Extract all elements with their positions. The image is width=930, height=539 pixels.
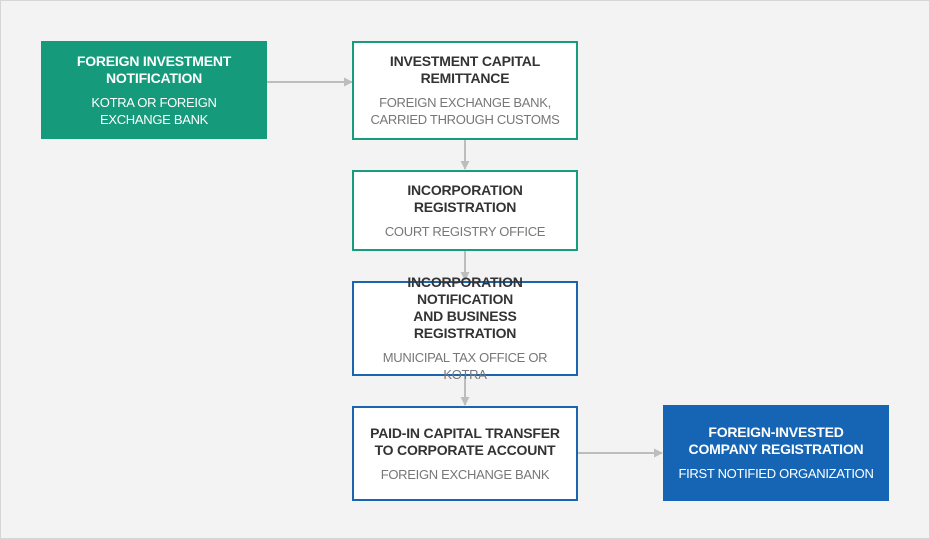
step-subtitle: FIRST NOTIFIED ORGANIZATION xyxy=(678,466,874,481)
step-foreign-invested-company-registration: FOREIGN-INVESTED COMPANY REGISTRATION FI… xyxy=(663,405,889,501)
step-paid-in-capital-transfer: PAID-IN CAPITAL TRANSFER TO CORPORATE AC… xyxy=(352,406,578,501)
step-subtitle: MUNICIPAL TAX OFFICE OR KOTRA xyxy=(382,350,548,382)
step-title: INVESTMENT CAPITAL REMITTANCE xyxy=(389,53,541,86)
step-subtitle: COURT REGISTRY OFFICE xyxy=(384,223,546,239)
step-title: FOREIGN INVESTMENT NOTIFICATION xyxy=(76,52,232,86)
step-title: PAID-IN CAPITAL TRANSFER TO CORPORATE AC… xyxy=(370,424,560,458)
step-subtitle: FOREIGN EXCHANGE BANK xyxy=(380,466,550,482)
step-subtitle: KOTRA OR FOREIGN EXCHANGE BANK xyxy=(91,94,217,127)
step-subtitle: FOREIGN EXCHANGE BANK, CARRIED THROUGH C… xyxy=(370,95,560,127)
step-title: INCORPORATION REGISTRATION xyxy=(407,181,523,215)
step-incorporation-registration: INCORPORATION REGISTRATION COURT REGISTR… xyxy=(352,170,578,251)
step-incorporation-notification: INCORPORATION NOTIFICATION AND BUSINESS … xyxy=(352,274,578,382)
step-title: INCORPORATION NOTIFICATION AND BUSINESS … xyxy=(407,274,523,341)
step-title: FOREIGN-INVESTED COMPANY REGISTRATION xyxy=(688,424,864,457)
step-investment-capital-remittance: INVESTMENT CAPITAL REMITTANCE FOREIGN EX… xyxy=(352,41,578,140)
step-foreign-investment-notification: FOREIGN INVESTMENT NOTIFICATION KOTRA OR… xyxy=(41,41,267,139)
